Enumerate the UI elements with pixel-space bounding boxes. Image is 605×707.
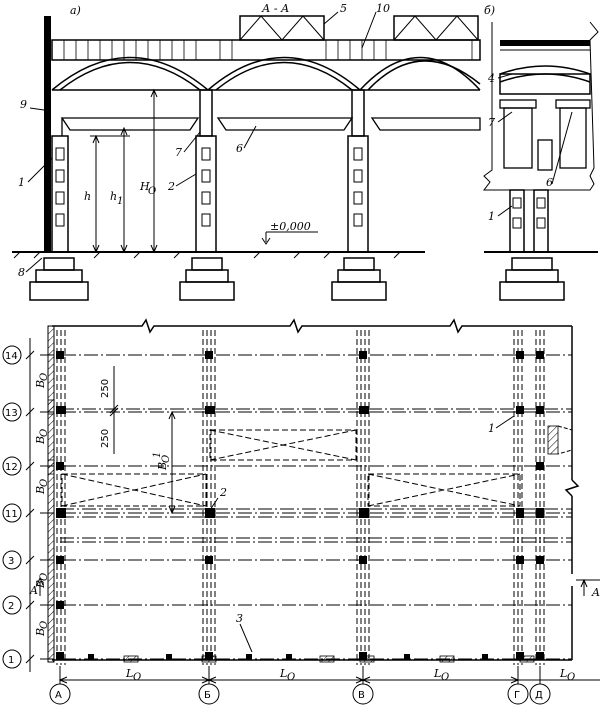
callout-9: 9: [20, 98, 27, 111]
dim-h1-sub: 1: [117, 196, 123, 207]
callout-2-plan: 2: [219, 486, 227, 499]
bay-B0-label: B: [34, 628, 47, 637]
callout-1-plan: 1: [488, 422, 495, 435]
col-label-B: Б: [204, 690, 211, 701]
span-L0: L: [433, 667, 441, 680]
row-dimensions: [25, 338, 35, 672]
span-L0: L: [125, 667, 133, 680]
span-L0: L: [279, 667, 287, 680]
callout-10: 10: [376, 2, 390, 15]
row-axes: [40, 354, 572, 660]
cut-A-right: A: [591, 586, 600, 599]
section-a-title: а): [70, 4, 81, 17]
col-label-G: Г: [514, 690, 520, 701]
row-label-2: 2: [8, 601, 14, 612]
col-label-D: Д: [535, 690, 543, 701]
callout-8: 8: [18, 266, 25, 279]
wall-hatched: [47, 325, 55, 663]
span-L0-sub: O: [133, 672, 141, 683]
bay-B0-sub: O: [39, 373, 50, 381]
bay-B0-sub: O: [39, 621, 50, 629]
dim-h1: h: [110, 190, 117, 203]
callout-1: 1: [18, 176, 25, 189]
row-label-11: 11: [5, 509, 18, 520]
column-axes: [56, 330, 545, 665]
foundations: [29, 257, 387, 301]
columns: [51, 89, 369, 253]
column-bubbles: [49, 683, 551, 705]
crane-beams: [60, 117, 481, 136]
arched-trusses: [51, 56, 481, 91]
callout-7: 7: [175, 146, 182, 159]
row-label-1: 1: [8, 655, 14, 666]
dim-H0-sub: O: [148, 186, 156, 197]
span-L0-sub: O: [287, 672, 295, 683]
row-label-13: 13: [5, 408, 18, 419]
section-b-cross-section: б) 4 7 6 1: [483, 4, 599, 301]
section-a-elevation: h h 1 H O ±0,000 1 9 8 2 7 6 5 10 а) А -…: [12, 2, 481, 301]
col-label-A: А: [55, 690, 62, 701]
callout-6-b: 6: [546, 176, 553, 189]
cut-A-left: A: [29, 584, 38, 597]
section-b-title: б): [484, 4, 495, 17]
col-label-V: В: [358, 690, 365, 701]
section-cut-label: А - А: [261, 2, 289, 15]
height-dimensions: [90, 88, 158, 254]
callout-6: 6: [236, 142, 243, 155]
row-label-12: 12: [5, 462, 18, 473]
callout-7-b: 7: [488, 116, 495, 129]
row-label-14: 14: [5, 351, 18, 362]
callout-1-b: 1: [488, 210, 495, 223]
bay-B0-sub: O: [39, 573, 50, 581]
dim-B0-prime-sub: O: [161, 455, 172, 463]
bay-B0-label: B: [34, 486, 47, 495]
bay-B0-sub: O: [39, 429, 50, 437]
dim-H0: H: [139, 180, 150, 193]
span-L0-sub: O: [567, 672, 575, 683]
wall-panel: [44, 16, 51, 253]
bay-B0-sub: O: [39, 479, 50, 487]
skylight-lantern: [393, 15, 479, 41]
span-L0: L: [559, 667, 567, 680]
bracing: [61, 429, 521, 507]
bay-B0-label: B: [34, 436, 47, 445]
dim-250-upper: 250: [100, 379, 111, 398]
bay-B0-label: B: [34, 380, 47, 389]
dim-B0-prime: B: [156, 462, 169, 471]
dim-h: h: [84, 190, 91, 203]
callout-5: 5: [340, 2, 347, 15]
zero-level-mark: ±0,000: [270, 220, 311, 233]
dim-B0-prime-sup: 1: [152, 452, 163, 458]
callout-4: 4: [487, 72, 495, 85]
row-label-3: 3: [8, 556, 14, 567]
callout-3-plan: 3: [236, 612, 243, 625]
skylight-lantern: [239, 15, 325, 41]
span-L0-sub: O: [441, 672, 449, 683]
row-bubbles: [2, 345, 22, 669]
floor-plan: 14 13 12 11 3 2 1 B O B O B O B O B O 25…: [2, 318, 600, 705]
dim-250-lower: 250: [100, 429, 111, 448]
callout-2: 2: [167, 180, 175, 193]
